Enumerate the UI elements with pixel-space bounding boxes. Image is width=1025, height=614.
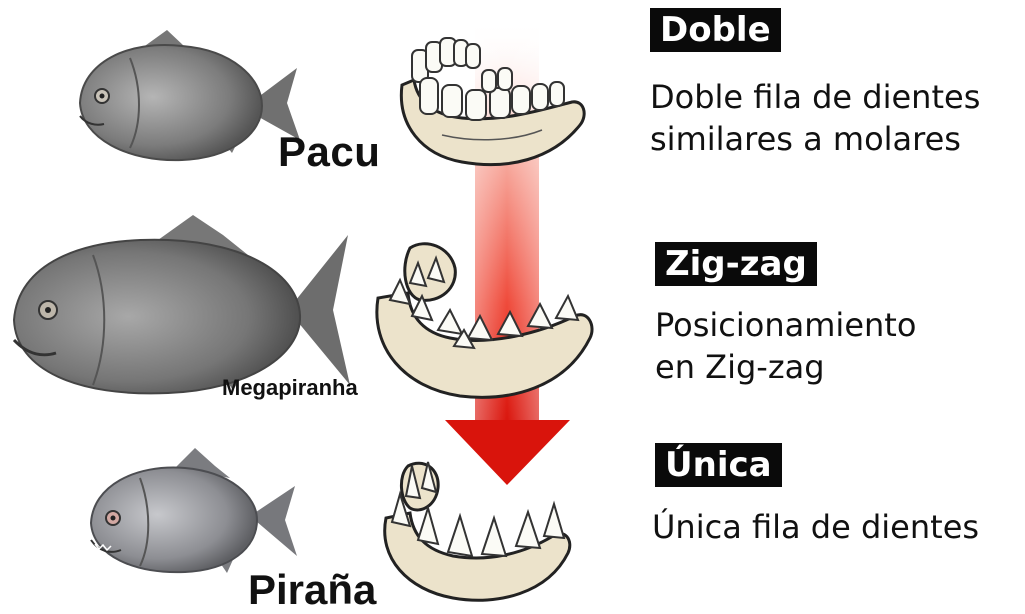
doble-badge: Doble: [650, 8, 781, 52]
doble-description-line-1: Doble fila de dientes: [650, 76, 980, 118]
zigzag-description-line-2: en Zig-zag: [655, 346, 916, 388]
zigzag-badge: Zig-zag: [655, 242, 817, 286]
zigzag-description: Posicionamiento en Zig-zag: [655, 304, 916, 388]
pacu-label: Pacu: [278, 128, 380, 176]
pacu-jaw-illustration: [392, 30, 592, 180]
doble-description: Doble fila de dientes similares a molare…: [650, 76, 980, 160]
zigzag-description-line-1: Posicionamiento: [655, 304, 916, 346]
megapiranha-label: Megapiranha: [222, 375, 358, 401]
doble-description-line-2: similares a molares: [650, 118, 980, 160]
megapiranha-jaw-illustration: [370, 238, 600, 408]
unica-description: Única fila de dientes: [652, 506, 979, 548]
piranha-jaw-illustration: [378, 458, 578, 608]
piranha-label: Piraña: [248, 566, 376, 614]
unica-description-line-1: Única fila de dientes: [652, 506, 979, 548]
unica-badge: Única: [655, 443, 782, 487]
pacu-fish-illustration: [72, 28, 302, 173]
